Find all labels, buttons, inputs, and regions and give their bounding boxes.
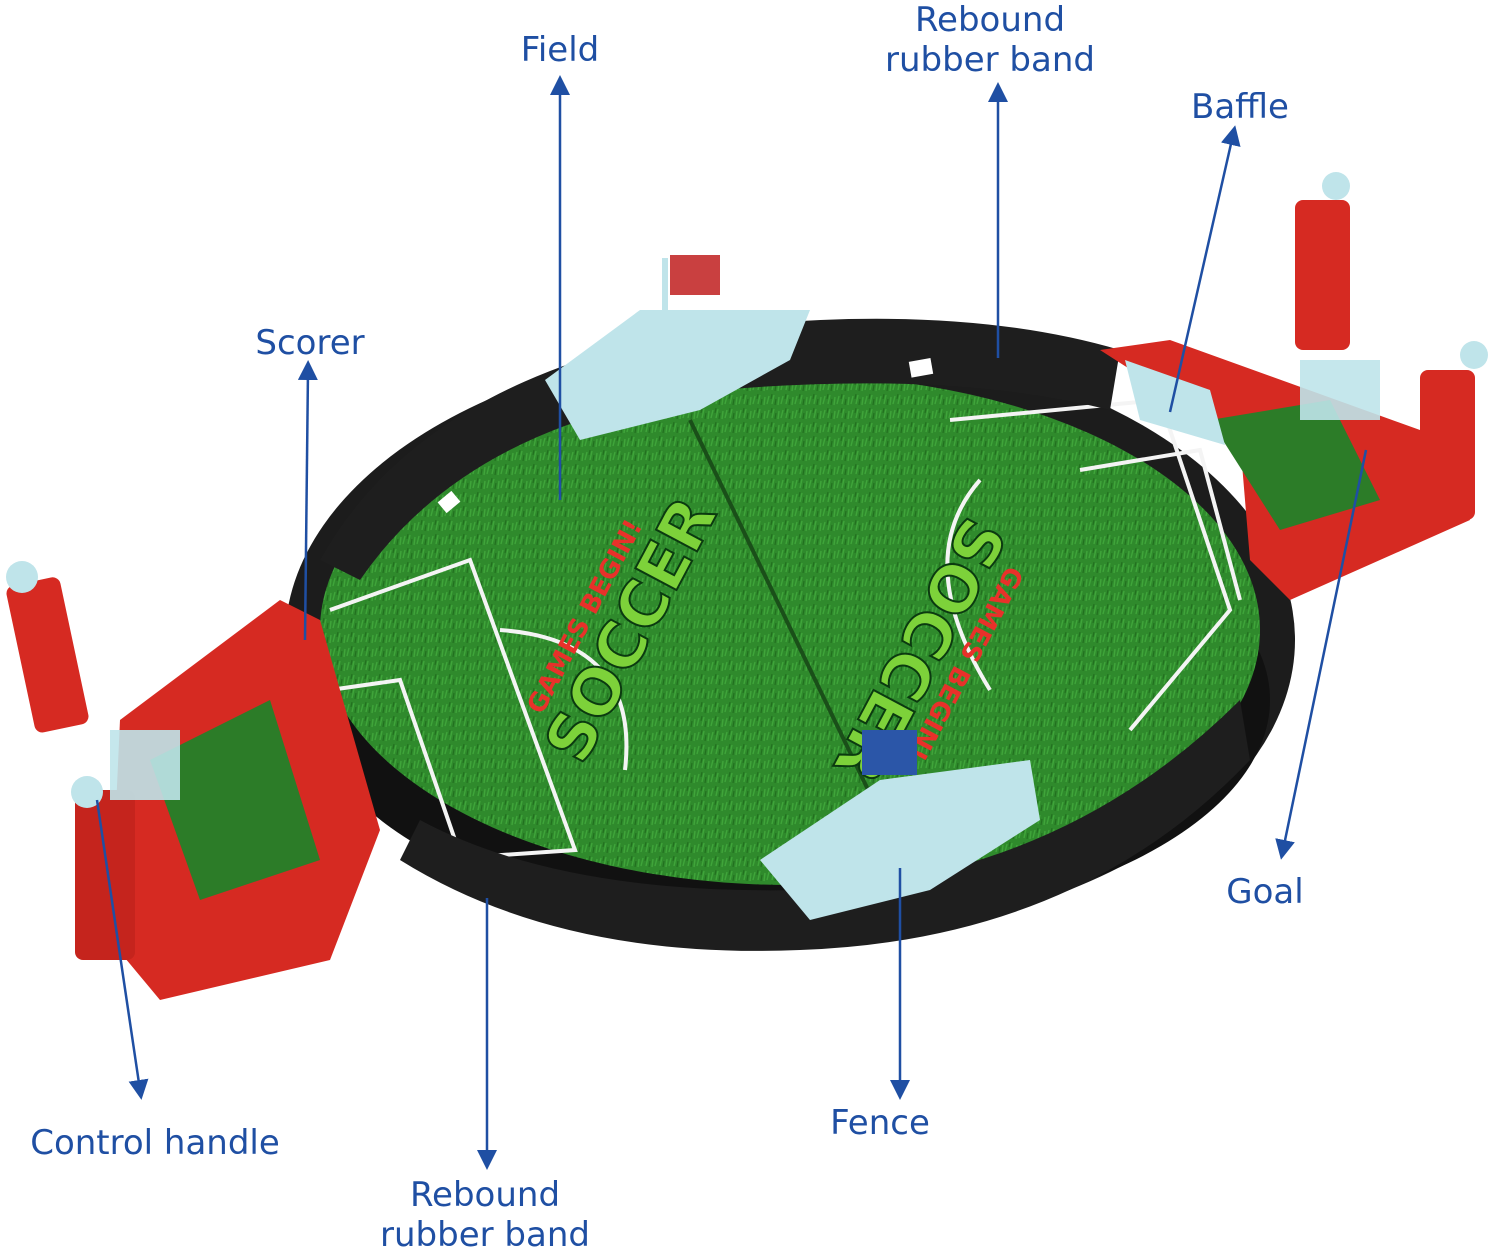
label-rebound-top-line2: rubber band: [885, 40, 1095, 80]
left-goal-unit: [6, 561, 380, 1000]
label-rebound-bottom: Rebound rubber band: [365, 1175, 605, 1255]
label-rebound-bottom-line2: rubber band: [380, 1215, 590, 1255]
label-field: Field: [500, 30, 620, 70]
label-rebound-bottom-line1: Rebound: [409, 1175, 561, 1215]
label-field-text: Field: [520, 30, 600, 70]
leader-lines: [95, 75, 1368, 1170]
label-rebound-top-line1: Rebound: [914, 0, 1066, 40]
label-goal: Goal: [1210, 872, 1320, 912]
field-pitch: SOCCER GAMES BEGIN! SOCCER GAMES BEGIN!: [320, 375, 1260, 885]
label-baffle: Baffle: [1170, 87, 1310, 127]
label-rebound-top: Rebound rubber band: [870, 0, 1110, 80]
label-goal-text: Goal: [1226, 872, 1304, 912]
fence-bottom: [760, 730, 1040, 920]
label-control-handle: Control handle: [20, 1123, 290, 1163]
baffle-arrow: [1168, 125, 1241, 413]
rail-slots: [437, 358, 934, 514]
goal-arrow: [1275, 449, 1368, 860]
label-fence: Fence: [820, 1103, 940, 1143]
control-handle-arrow: [95, 799, 149, 1100]
label-scorer: Scorer: [240, 323, 380, 363]
rebound-band-top: [320, 318, 1120, 580]
rebound-band-bottom: [400, 700, 1250, 951]
scorer-arrow: [297, 360, 318, 641]
label-baffle-text: Baffle: [1191, 87, 1289, 127]
label-scorer-text: Scorer: [255, 323, 365, 363]
baffle-right: [1125, 360, 1225, 445]
fence-top: [545, 255, 810, 440]
label-control-handle-text: Control handle: [30, 1123, 280, 1163]
label-fence-text: Fence: [830, 1103, 930, 1143]
